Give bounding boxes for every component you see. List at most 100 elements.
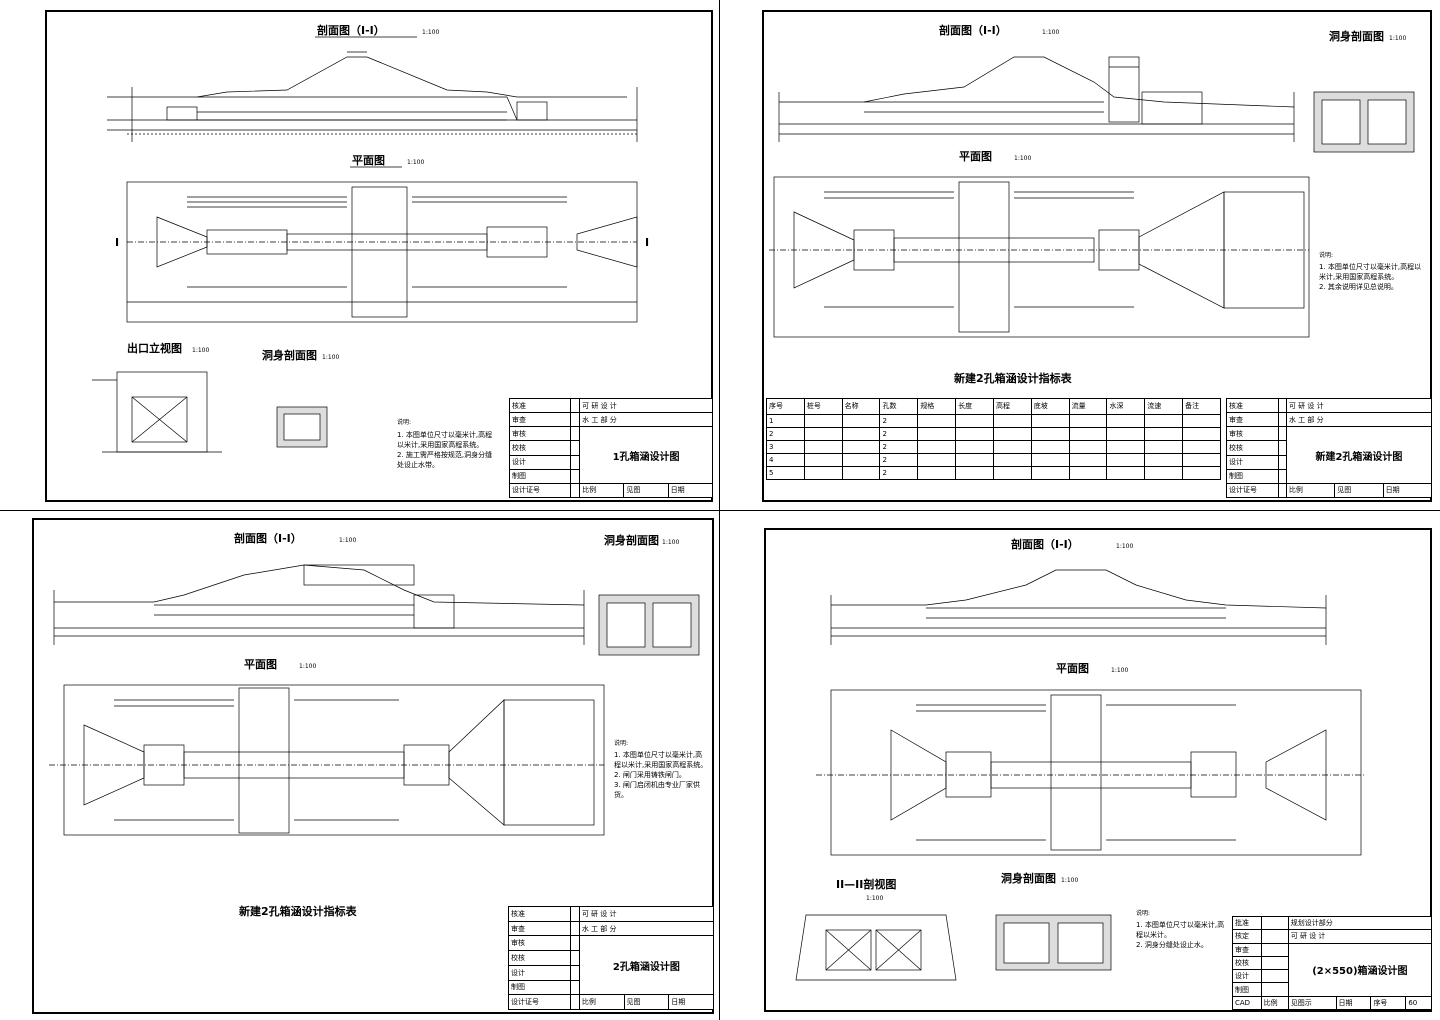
- table-cell: [917, 465, 957, 481]
- table-cell: [1182, 426, 1221, 441]
- table-cell: [1030, 439, 1070, 454]
- tb-row-label: 核定: [1232, 929, 1262, 944]
- tb-row-label: 设计: [509, 454, 571, 470]
- tb-row-label: 校核: [1225, 440, 1280, 456]
- table-cell: 3: [766, 439, 805, 454]
- drawing-sheet-2: 剖面图（I-I） 1:100 洞身剖面图 1:100 平面图 1:100: [762, 10, 1433, 502]
- drawing-name: 2孔箱涵设计图: [578, 935, 715, 996]
- culvert-section-title: 洞身剖面图: [604, 533, 659, 547]
- table-cell: 2: [879, 452, 919, 467]
- notes-body: 1. 本图单位尺寸以毫米计,高程以米计,采用国家高程系统。 2. 闸门采用铸铁闸…: [614, 751, 708, 799]
- elevation-title: II—II剖视图: [836, 877, 896, 891]
- culvert-section-scale: 1:100: [662, 539, 679, 546]
- table-cell: 2: [879, 413, 919, 428]
- table-cell: [1106, 452, 1146, 467]
- table-cell: [1030, 426, 1070, 441]
- notes-body: 1. 本图单位尺寸以毫米计,高程以米计,采用国家高程系统。 2. 其余说明详见总…: [1319, 263, 1422, 291]
- outlet-scale: 1:100: [192, 347, 209, 354]
- tb-row-label: 审查: [509, 412, 571, 428]
- tb-scale-value: 见图: [1334, 482, 1384, 499]
- table-cell: 2: [879, 426, 919, 441]
- culvert-section-title: 洞身剖面图: [1001, 871, 1056, 885]
- notes-title: 说明:: [614, 739, 628, 747]
- table-header-cell: 水深: [1106, 398, 1146, 415]
- tb-scale-label: 比例: [579, 482, 625, 499]
- table-cell: [841, 465, 881, 481]
- tb-row-label: 设计证号: [509, 482, 571, 499]
- table-cell: [1144, 439, 1184, 454]
- tb-row-label: 校核: [1232, 955, 1262, 971]
- table-cell: 5: [766, 465, 805, 481]
- table-cell: 2: [879, 439, 919, 454]
- section-scale: 1:100: [422, 29, 439, 36]
- tb-row-label: 核准: [508, 906, 571, 922]
- tb-scale-label: 比例: [1285, 482, 1336, 499]
- tb-scale-label: 比例: [1260, 995, 1289, 1011]
- table-cell: [803, 426, 843, 441]
- section-title: 剖面图（I-I）: [317, 23, 385, 37]
- plan-title: 平面图: [244, 658, 277, 671]
- table-cell: [1030, 452, 1070, 467]
- table-cell: [955, 413, 994, 428]
- tb-date-label: 日期: [667, 482, 714, 499]
- plan-title: 平面图: [1056, 662, 1089, 675]
- tb-stage: 可 研 设 计: [1285, 397, 1433, 414]
- tb-scale-value: 见图: [623, 482, 669, 499]
- tb-row-label: 核准: [1225, 397, 1280, 414]
- table-cell: [803, 413, 843, 428]
- table-cell: [955, 439, 994, 454]
- section-profile: [107, 51, 638, 142]
- drawing-sheet-4: 剖面图（I-I） 1:100 平面图 1:100: [764, 528, 1433, 1012]
- table-cell: [955, 426, 994, 441]
- table-title: 新建2孔箱涵设计指标表: [954, 371, 1073, 385]
- tb-row-label: 审核: [508, 935, 571, 952]
- table-cell: [992, 426, 1032, 441]
- plan-scale: 1:100: [407, 159, 424, 166]
- table-header-cell: 规格: [917, 398, 957, 415]
- table-header-cell: 序号: [766, 398, 805, 415]
- table-header-cell: 桩号: [803, 398, 843, 415]
- tb-stage: 可 研 设 计: [578, 906, 715, 922]
- table-cell: 4: [766, 452, 805, 467]
- tb-scale-value: 见图示: [1287, 995, 1337, 1011]
- table-cell: [841, 439, 881, 454]
- tb-row-label: 核准: [509, 397, 571, 414]
- culvert-section: [598, 594, 700, 656]
- table-cell: [992, 439, 1032, 454]
- tb-row-label: CAD: [1232, 995, 1262, 1011]
- section-profile: [778, 56, 1295, 142]
- table-cell: [992, 452, 1032, 467]
- table-cell: [1144, 426, 1184, 441]
- tb-part: 水 工 部 分: [1285, 412, 1433, 428]
- sheet-3-drawing: 剖面图（I-I） 1:100 洞身剖面图 1:100 平面图 1:100: [49, 531, 700, 918]
- tb-row-label: 审核: [1225, 426, 1280, 442]
- elevation-view: [795, 914, 957, 981]
- tb-row-label: 审查: [508, 920, 571, 937]
- table-header-cell: 长度: [955, 398, 994, 415]
- plan-view: [49, 684, 605, 836]
- table-cell: [1106, 413, 1146, 428]
- table-cell: [1068, 452, 1108, 467]
- culvert-section: [276, 406, 328, 448]
- table-cell: [1068, 465, 1108, 481]
- plan-title: 平面图: [959, 150, 992, 163]
- tb-part: 水 工 部 分: [578, 920, 715, 937]
- drawing-name: 1孔箱涵设计图: [579, 426, 713, 484]
- horizontal-divider: [0, 510, 1440, 511]
- drawing-name: (2×550)箱涵设计图: [1287, 942, 1433, 997]
- outlet-title: 出口立视图: [127, 341, 182, 355]
- tb-row-label: 校核: [508, 950, 571, 966]
- tb-date-label: 日期: [1382, 482, 1433, 499]
- table-cell: [803, 439, 843, 454]
- table-header-cell: 高程: [992, 398, 1032, 415]
- table-header-cell: 流量: [1068, 398, 1108, 415]
- table-cell: 2: [879, 465, 919, 481]
- tb-row-label: 审查: [1232, 942, 1262, 957]
- table-cell: [955, 452, 994, 467]
- section-profile: [53, 564, 585, 645]
